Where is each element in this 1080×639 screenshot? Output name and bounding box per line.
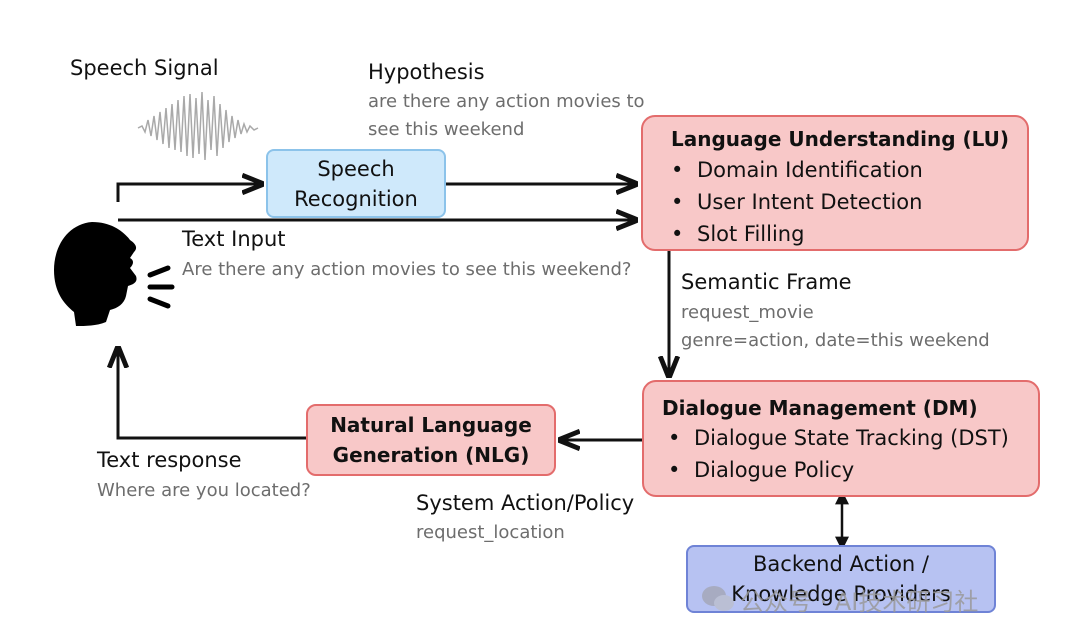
- speech-signal-label: Speech Signal: [70, 56, 219, 80]
- semantic-frame-title: Semantic Frame: [681, 270, 852, 294]
- speech-recognition-box: Speech Recognition: [266, 149, 446, 218]
- speaker-head-icon: [54, 222, 137, 326]
- nlg-box: Natural Language Generation (NLG): [306, 404, 556, 476]
- lu-item: Domain Identification: [671, 154, 1027, 186]
- sound-waves-icon: [147, 265, 175, 309]
- language-understanding-box: Language Understanding (LU) Domain Ident…: [641, 115, 1029, 251]
- text-response-title: Text response: [97, 448, 242, 472]
- text-input-text: Are there any action movies to see this …: [182, 259, 632, 280]
- backend-box: Backend Action / Knowledge Providers: [686, 545, 996, 613]
- nlg-line2: Generation (NLG): [332, 443, 530, 467]
- dm-list: Dialogue State Tracking (DST) Dialogue P…: [662, 422, 1038, 486]
- system-action-title: System Action/Policy: [416, 491, 635, 515]
- dm-item: Dialogue Policy: [668, 454, 1038, 486]
- text-response-text: Where are you located?: [97, 480, 311, 501]
- semantic-frame-line1: request_movie: [681, 302, 814, 323]
- hypothesis-line2: see this weekend: [368, 119, 525, 140]
- backend-line2: Knowledge Providers: [731, 582, 951, 606]
- asr-line1: Speech: [317, 156, 395, 181]
- system-action-text: request_location: [416, 522, 565, 543]
- nlg-line1: Natural Language: [330, 413, 532, 437]
- wechat-icon: [702, 586, 734, 611]
- lu-item: User Intent Detection: [671, 186, 1027, 218]
- semantic-frame-line2: genre=action, date=this weekend: [681, 330, 990, 351]
- hypothesis-title: Hypothesis: [368, 60, 485, 84]
- speech-waveform: [137, 91, 259, 161]
- dm-title: Dialogue Management (DM): [662, 396, 978, 420]
- hypothesis-line1: are there any action movies to: [368, 91, 645, 112]
- watermark-text: 公众号 · AI技术研习社: [740, 588, 979, 616]
- asr-line2: Recognition: [294, 186, 418, 211]
- lu-title: Language Understanding (LU): [671, 127, 1010, 151]
- arrow-user-to-asr: [116, 184, 262, 202]
- lu-item: Slot Filling: [671, 218, 1027, 250]
- dm-item: Dialogue State Tracking (DST): [668, 422, 1038, 454]
- backend-line1: Backend Action /: [753, 552, 929, 576]
- arrow-nlg-to-user: [118, 348, 306, 440]
- lu-list: Domain Identification User Intent Detect…: [671, 154, 1027, 250]
- dialogue-management-box: Dialogue Management (DM) Dialogue State …: [642, 380, 1040, 497]
- text-input-title: Text Input: [182, 227, 286, 251]
